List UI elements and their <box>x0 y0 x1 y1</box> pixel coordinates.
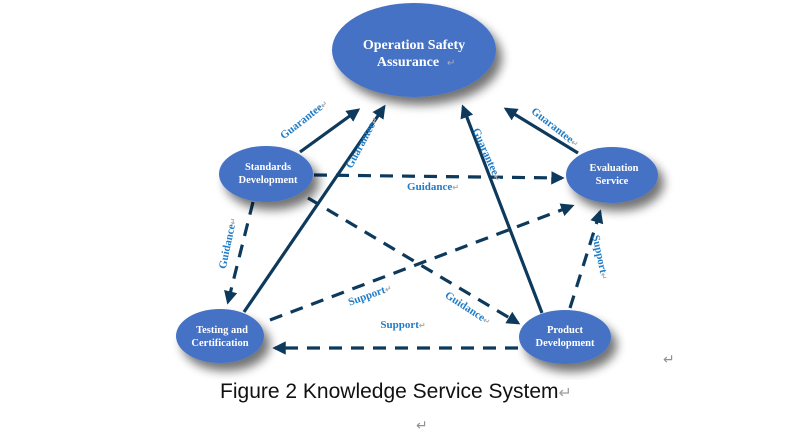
knowledge-service-diagram: Guarantee↵Guarantee↵Guarantee↵Guarantee↵… <box>176 3 658 364</box>
node-label-line: Development <box>536 338 595 349</box>
node-label-line: Service <box>596 176 629 187</box>
edge-label-support: Support↵ <box>380 319 425 331</box>
edges-layer <box>224 104 604 355</box>
caption-text: Figure 2 Knowledge Service System <box>220 380 559 403</box>
node-evaluation-service: Evaluation Service <box>566 147 658 203</box>
edge-prod-to-eval-arrow <box>568 209 604 309</box>
edge-std-to-test-arrow <box>224 201 255 305</box>
edge-std-to-eval-arrow <box>313 171 565 185</box>
node-label-line: Product <box>547 325 583 336</box>
edge-test-to-osa-arrow <box>242 104 386 313</box>
node-label-line: Evaluation <box>589 163 638 174</box>
paragraph-mark: ↵ <box>416 418 428 434</box>
edge-test-to-eval-arrow <box>269 203 575 322</box>
edge-std-to-prod-arrow <box>307 196 521 325</box>
paragraph-mark: ↵ <box>663 352 675 368</box>
edge-std-to-osa-arrow <box>299 108 361 154</box>
node-label-line: Operation Safety <box>363 38 465 53</box>
node-label-line: Standards <box>245 162 291 173</box>
node-product-development: Product Development <box>519 310 611 364</box>
node-label-line: Certification <box>191 338 248 349</box>
paragraph-mark: ↵ <box>558 385 572 402</box>
node-testing-and-certification: Testing and Certification <box>176 309 264 363</box>
node-operation-safety-assurance: Operation Safety Assurance ↵ <box>332 3 496 97</box>
edge-prod-to-osa-arrow <box>460 104 544 314</box>
paragraph-mark: ↵ <box>447 58 455 69</box>
node-label-line: Testing and <box>196 325 248 336</box>
figure-caption: Figure 2 Knowledge Service System↵ <box>0 380 792 404</box>
edge-label-guidance: Guidance↵ <box>407 181 459 193</box>
edge-eval-to-osa-arrow <box>503 107 579 155</box>
node-label-line: Development <box>239 175 298 186</box>
node-label-line: Assurance <box>377 55 439 70</box>
node-standards-development: Standards Development <box>219 146 313 202</box>
